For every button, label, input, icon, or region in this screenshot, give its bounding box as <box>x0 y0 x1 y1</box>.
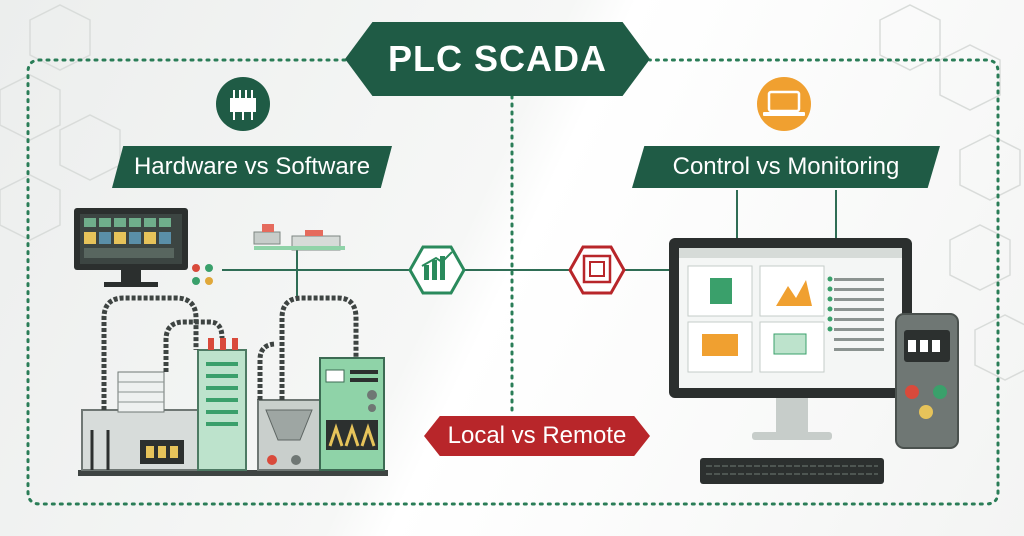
industrial-machinery <box>78 295 388 476</box>
circuit-chip-icon <box>216 77 270 131</box>
keyboard <box>700 458 884 484</box>
hardware-software-banner: Hardware vs Software <box>112 146 392 188</box>
laptop-icon <box>757 77 811 131</box>
control-monitoring-banner: Control vs Monitoring <box>632 146 940 188</box>
field-devices <box>253 224 345 251</box>
scada-monitor <box>669 238 912 440</box>
dotted-connectors <box>26 58 1000 506</box>
hmi-monitor <box>74 208 188 287</box>
bar-chart-icon <box>408 245 466 295</box>
control-panel-icon <box>568 245 626 295</box>
solid-connectors <box>222 190 837 298</box>
title-banner: PLC SCADA <box>345 22 650 96</box>
indicator-dots <box>192 264 213 285</box>
local-remote-banner: Local vs Remote <box>424 416 650 456</box>
handheld-controller <box>895 313 959 449</box>
